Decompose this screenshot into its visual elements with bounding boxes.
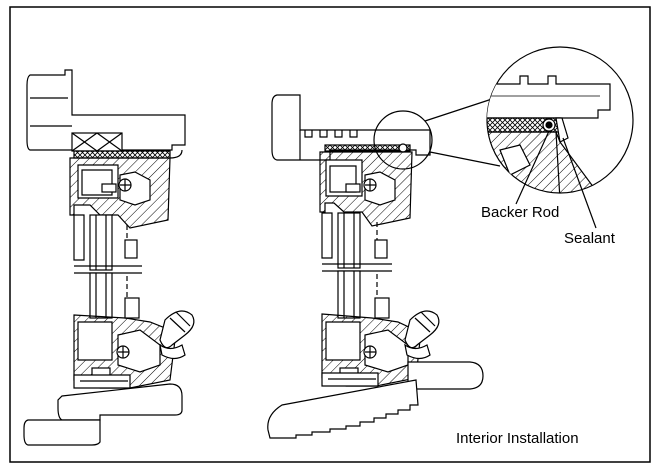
right-interior-sill <box>407 361 484 390</box>
right-top-trim <box>271 94 431 161</box>
right-sloped-sill <box>267 379 419 439</box>
right-backer-strip <box>324 144 411 152</box>
left-section <box>23 69 195 446</box>
reference-circle <box>373 110 433 170</box>
left-sill <box>57 383 183 421</box>
sealant-bead <box>555 117 569 143</box>
right-section <box>267 94 484 439</box>
left-glass-lower <box>89 272 113 319</box>
backer-rod-label: Backer Rod <box>481 204 560 221</box>
diagram-caption: Interior Installation <box>456 430 579 447</box>
left-glass-upper <box>89 214 113 271</box>
left-backer-strip <box>73 150 171 159</box>
left-crank-handle <box>159 310 195 349</box>
right-glass-lower <box>337 270 361 319</box>
left-shim <box>71 132 123 152</box>
right-glass-upper <box>337 212 361 269</box>
backer-rod-leader <box>515 130 550 205</box>
right-crank-handle <box>404 310 440 349</box>
sealant-label: Sealant <box>564 230 615 247</box>
left-top-trim <box>26 69 186 151</box>
sealant-leader <box>562 137 597 229</box>
border-frame <box>9 6 651 463</box>
detail-callout <box>373 46 634 229</box>
